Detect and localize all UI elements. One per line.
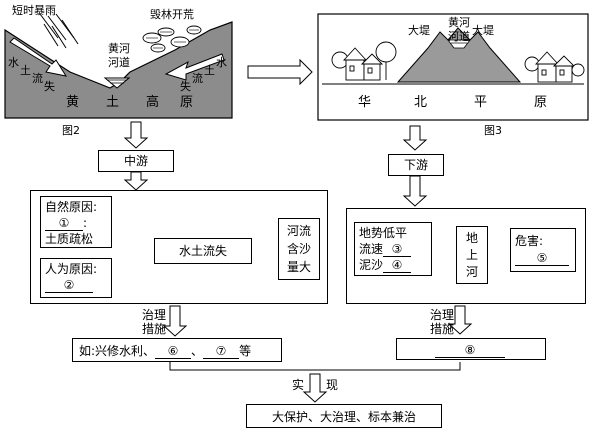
storm-label: 短时暴雨 — [12, 4, 56, 17]
natural-cause-box: 自然原因: ①: 土质疏松 — [40, 196, 112, 248]
erosion-right-3: 流 — [192, 72, 203, 85]
elevated-line-3: 河 — [465, 265, 478, 279]
harm-box: 危害: ⑤ — [510, 228, 576, 272]
soil-erosion-label: 水土流失 — [178, 244, 227, 258]
blank-1: ① — [45, 216, 83, 231]
erosion-left-4: 失 — [44, 80, 55, 93]
downstream-box: 下游 — [388, 154, 444, 176]
measures-left-2: 措施 — [142, 322, 167, 336]
goal-box: 大保护、大治理、标本兼治 — [246, 404, 442, 428]
natural-cause-title: 自然原因: — [45, 200, 98, 214]
fig3-caption: 图3 — [484, 124, 502, 137]
sediment-line-3: 量大 — [286, 260, 311, 274]
erosion-right-1: 水 — [216, 56, 227, 69]
levee-left-label: 大堤 — [408, 24, 430, 37]
plain-char-1: 华 — [358, 95, 372, 110]
erosion-left-2: 土 — [20, 64, 31, 77]
fig2-caption: 图2 — [62, 124, 80, 137]
blank-4: ④ — [383, 258, 412, 273]
erosion-left-1: 水 — [8, 56, 19, 69]
fig2-channel-label: 黄河 河道 — [108, 42, 130, 69]
measures-blank-box: ⑧ — [396, 338, 546, 360]
midstream-box: 中游 — [98, 150, 174, 172]
blank-7: ⑦ — [203, 344, 240, 359]
natural-soil: 土质疏松 — [45, 232, 94, 246]
sediment-box: 河流 含沙 量大 — [278, 218, 320, 280]
plateau-char-2: 土 — [106, 95, 120, 110]
elevated-line-2: 上 — [465, 248, 478, 262]
erosion-right-4: 失 — [180, 80, 191, 93]
natural-blank-row: ①: — [45, 216, 87, 231]
plain-char-4: 原 — [534, 95, 548, 110]
human-cause-box: 人为原因: ② — [40, 258, 112, 298]
plain-char-2: 北 — [414, 95, 428, 110]
goal-label: 大保护、大治理、标本兼治 — [271, 410, 416, 424]
erosion-left-3: 流 — [32, 72, 43, 85]
plain-char-3: 平 — [474, 95, 488, 110]
levee-right-label: 大堤 — [472, 24, 494, 37]
blank-2: ② — [45, 278, 93, 293]
midstream-label: 中游 — [123, 154, 148, 168]
erosion-right-2: 土 — [204, 64, 215, 77]
human-cause-title: 人为原因: — [45, 262, 98, 276]
plateau-char-4: 原 — [180, 95, 194, 110]
harm-label: 危害: — [515, 234, 544, 248]
elevated-line-1: 地 — [465, 231, 478, 245]
measures-left-1: 治理 — [142, 308, 167, 322]
fig3-channel-label: 黄河 河道 — [448, 16, 470, 43]
deforestation-label: 毁林开荒 — [150, 8, 194, 21]
achieve-char-2: 现 — [326, 378, 339, 392]
blank-5: ⑤ — [515, 251, 569, 266]
downstream-label: 下游 — [403, 158, 428, 172]
soil-erosion-box: 水土流失 — [154, 238, 252, 264]
measures-right-1: 治理 — [430, 308, 455, 322]
measures-right-2: 措施 — [430, 322, 455, 336]
blank-8: ⑧ — [435, 343, 505, 358]
terrain-label: 地势低平 — [359, 226, 408, 240]
plateau-char-1: 黄 — [66, 95, 80, 110]
blank-6: ⑥ — [155, 344, 192, 359]
sediment-line-2: 含沙 — [286, 242, 311, 256]
blank-3: ③ — [383, 242, 412, 257]
plateau-char-3: 高 — [146, 95, 160, 110]
achieve-char-1: 实 — [292, 378, 305, 392]
elevated-river-box: 地 上 河 — [456, 226, 488, 284]
sediment-line-1: 河流 — [286, 224, 311, 238]
